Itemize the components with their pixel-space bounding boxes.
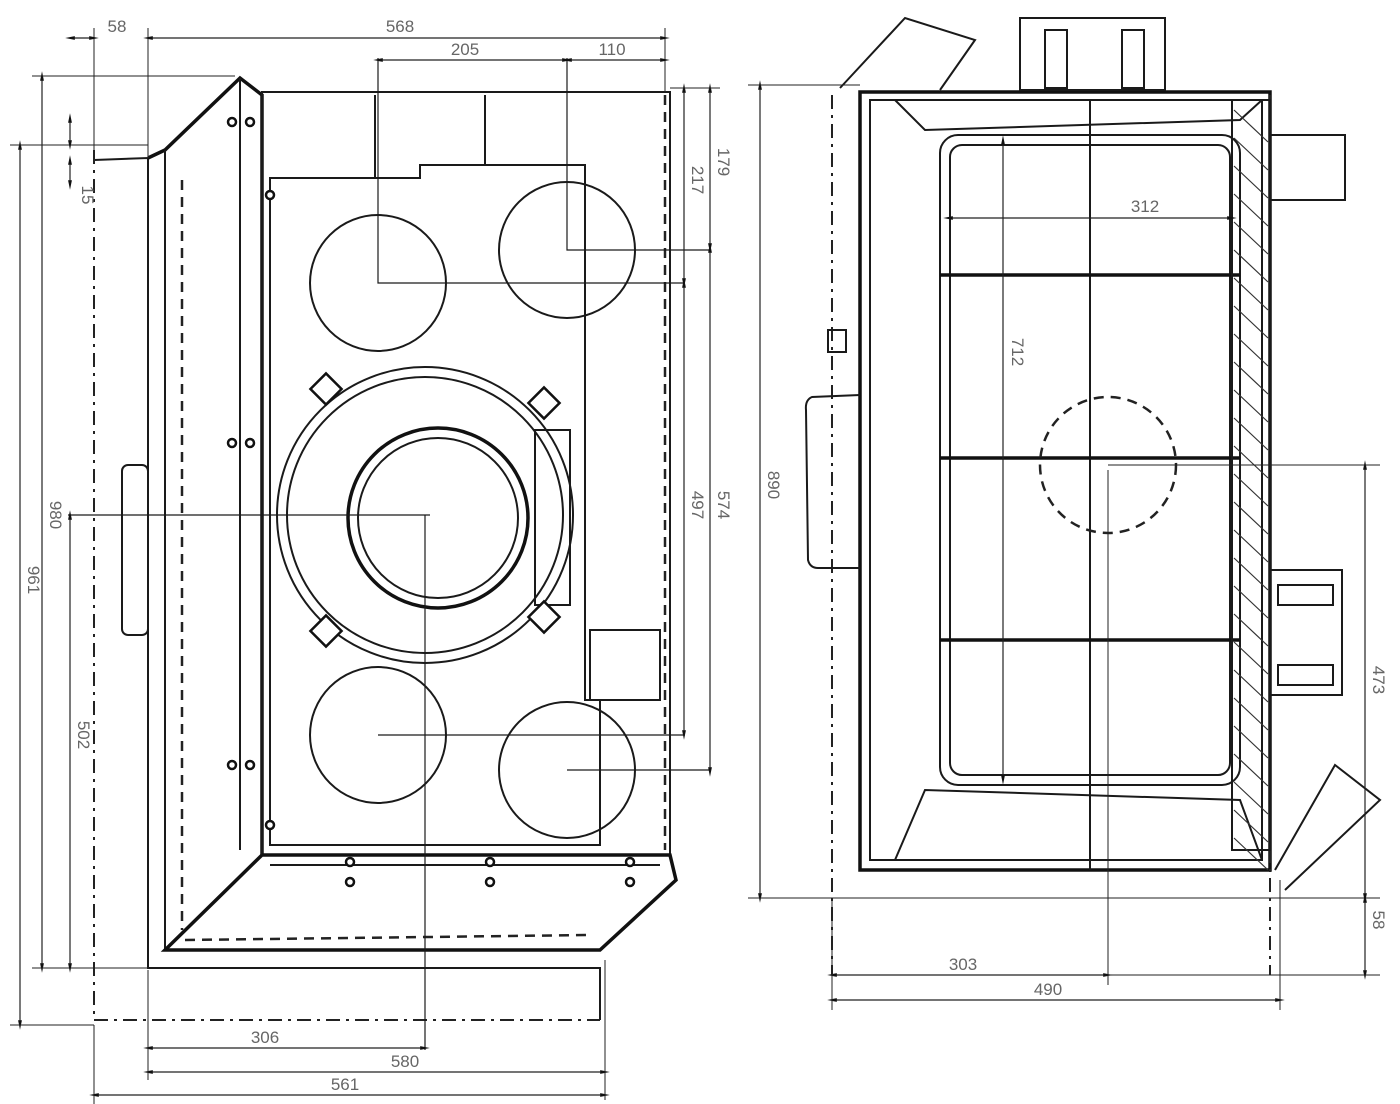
front-view: 58 568 205 110 15 961 980 502 179 217 49… bbox=[10, 17, 733, 1104]
hatch-line bbox=[1233, 109, 1269, 143]
hatch-line bbox=[1233, 613, 1269, 647]
burner-assembly bbox=[276, 366, 574, 664]
dim-label-303: 303 bbox=[949, 955, 977, 974]
dim-label-980: 980 bbox=[46, 501, 65, 529]
dim-label-712: 712 bbox=[1008, 338, 1027, 366]
dim-label-58-side: 58 bbox=[1369, 911, 1388, 930]
dim-label-502: 502 bbox=[74, 721, 93, 749]
hatch-line bbox=[1233, 389, 1269, 423]
screws bbox=[226, 116, 636, 888]
handle bbox=[121, 464, 149, 636]
dim-label-574: 574 bbox=[714, 491, 733, 519]
dim-label-473: 473 bbox=[1369, 666, 1388, 694]
dim-label-312: 312 bbox=[1131, 197, 1159, 216]
hatch-line bbox=[1233, 193, 1269, 227]
hatch-line bbox=[1233, 501, 1269, 535]
dim-label-890: 890 bbox=[764, 471, 783, 499]
side-body-outline bbox=[831, 16, 1382, 975]
side-dimension-labels: 312 712 890 473 58 303 490 bbox=[764, 197, 1388, 999]
dim-label-58: 58 bbox=[108, 17, 127, 36]
side-dimensions bbox=[748, 80, 1380, 1010]
hatched-wall bbox=[1231, 99, 1271, 871]
hatch-line bbox=[1233, 725, 1269, 759]
dim-label-179: 179 bbox=[714, 148, 733, 176]
side-view: 312 712 890 473 58 303 490 bbox=[748, 16, 1388, 1010]
top-vent-box bbox=[1019, 17, 1166, 91]
hatch-line bbox=[1233, 585, 1269, 619]
hatch-line bbox=[1233, 557, 1269, 591]
hatch-line bbox=[1233, 669, 1269, 703]
dim-label-568: 568 bbox=[386, 17, 414, 36]
hatch-line bbox=[1233, 473, 1269, 507]
dim-label-306: 306 bbox=[251, 1028, 279, 1047]
hatch-line bbox=[1233, 361, 1269, 395]
dim-label-961: 961 bbox=[24, 566, 43, 594]
front-body-outline bbox=[93, 75, 671, 1021]
side-handle bbox=[804, 329, 861, 569]
heat-outlet-circles bbox=[68, 58, 710, 1050]
dim-label-15: 15 bbox=[78, 186, 97, 205]
hatch-line bbox=[1233, 165, 1269, 199]
front-dimension-labels: 58 568 205 110 15 961 980 502 179 217 49… bbox=[24, 17, 733, 1094]
dim-label-580: 580 bbox=[391, 1052, 419, 1071]
side-vent-box bbox=[1269, 569, 1343, 696]
dim-label-561: 561 bbox=[331, 1075, 359, 1094]
hatch-line bbox=[1233, 137, 1269, 171]
hatch-line bbox=[1233, 417, 1269, 451]
hatch-line bbox=[1233, 529, 1269, 563]
hatch-line bbox=[1233, 753, 1269, 787]
dim-label-490: 490 bbox=[1034, 980, 1062, 999]
hatch-line bbox=[1233, 781, 1269, 815]
dim-label-497: 497 bbox=[688, 491, 707, 519]
hatch-line bbox=[1233, 837, 1269, 871]
front-dimensions bbox=[10, 28, 720, 1104]
hatch-line bbox=[1233, 221, 1269, 255]
front-base-plate bbox=[160, 853, 678, 952]
hatch-line bbox=[1233, 641, 1269, 675]
hatch-line bbox=[1233, 277, 1269, 311]
hatch-line bbox=[1233, 249, 1269, 283]
dim-label-110: 110 bbox=[598, 40, 625, 59]
dim-label-217: 217 bbox=[688, 166, 707, 194]
hatch-line bbox=[1233, 697, 1269, 731]
hatch-line bbox=[1233, 445, 1269, 479]
hatch-line bbox=[1233, 333, 1269, 367]
dim-label-205: 205 bbox=[451, 40, 479, 59]
hatch-line bbox=[1233, 305, 1269, 339]
hatch-line bbox=[1233, 809, 1269, 843]
